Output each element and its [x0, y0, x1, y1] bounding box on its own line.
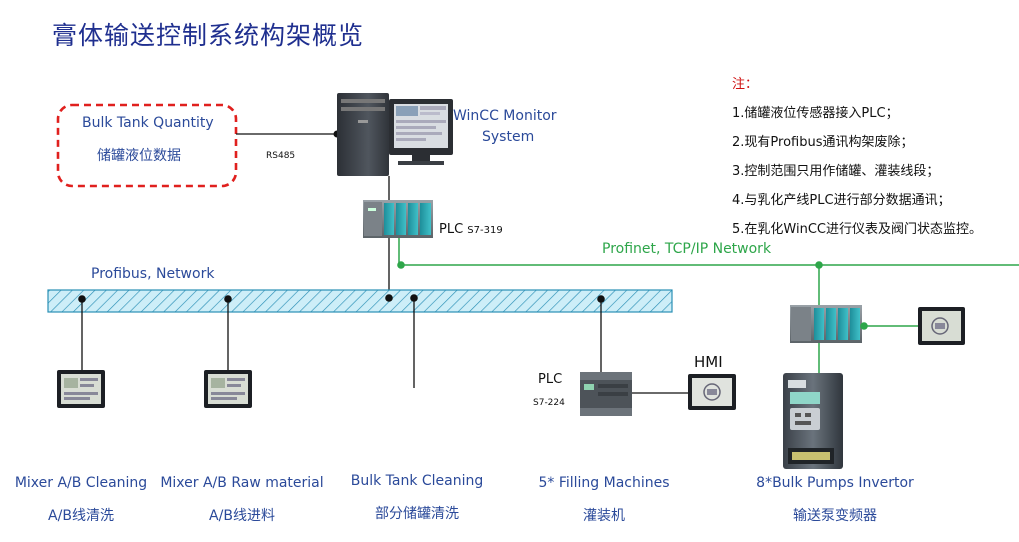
profibus-label: Profibus, Network [91, 266, 215, 282]
caption-mixer-raw-en: Mixer A/B Raw material [160, 475, 324, 491]
caption-mixer-cleaning-en: Mixer A/B Cleaning [14, 475, 148, 491]
page-title: 膏体输送控制系统构架概览 [52, 21, 365, 50]
note-item: 4.与乳化产线PLC进行部分数据通讯； [732, 193, 951, 208]
plc-s7-224-label: PLC [538, 372, 563, 387]
tank-quantity-label-en: Bulk Tank Quantity [82, 115, 214, 131]
plc-s7-319-icon [363, 200, 433, 238]
notes-heading: 注： [732, 77, 759, 92]
inverter-drive-icon [783, 373, 843, 469]
caption-mixer-raw-zh: A/B线进料 [209, 508, 275, 524]
hmi-panel-icon [204, 370, 252, 408]
profinet-label: Profinet, TCP/IP Network [602, 241, 772, 257]
caption-pumps-en: 8*Bulk Pumps Invertor [756, 475, 914, 491]
hmi-panel-icon [918, 307, 965, 345]
plc-s7-224-icon [580, 372, 632, 416]
hmi-panel-icon [688, 374, 736, 410]
caption-tank-cleaning-en: Bulk Tank Cleaning [350, 473, 484, 489]
rs485-label: RS485 [266, 151, 296, 161]
caption-tank-cleaning-zh: 部分储罐清洗 [375, 506, 459, 522]
caption-filling-en: 5* Filling Machines [538, 475, 670, 491]
profibus-bus [47, 289, 673, 313]
notes-panel: 注： 1.储罐液位传感器接入PLC； 2.现有Profibus通讯构架废除； 3… [732, 70, 982, 244]
note-item: 3.控制范围只用作储罐、灌装线段； [732, 164, 940, 179]
plc-s7-319-label: PLC S7-319 [439, 222, 503, 237]
note-item: 2.现有Profibus通讯构架废除； [732, 135, 914, 150]
note-item: 1.储罐液位传感器接入PLC； [732, 106, 899, 121]
wincc-label-line1: WinCC Monitor [453, 108, 557, 124]
wincc-label-line2: System [482, 129, 535, 145]
hmi-label: HMI [694, 353, 723, 371]
caption-mixer-cleaning-zh: A/B线清洗 [48, 508, 114, 524]
caption-pumps-zh: 输送泵变频器 [793, 508, 877, 524]
wincc-computer-icon [337, 93, 453, 176]
caption-filling-zh: 灌装机 [583, 508, 625, 524]
note-item: 5.在乳化WinCC进行仪表及阀门状态监控。 [732, 222, 982, 237]
plc-right-icon [790, 305, 862, 343]
tank-quantity-box [56, 103, 238, 188]
tank-quantity-label-zh: 储罐液位数据 [97, 148, 181, 164]
hmi-panel-icon [57, 370, 105, 408]
plc-s7-224-model: S7-224 [533, 398, 565, 408]
